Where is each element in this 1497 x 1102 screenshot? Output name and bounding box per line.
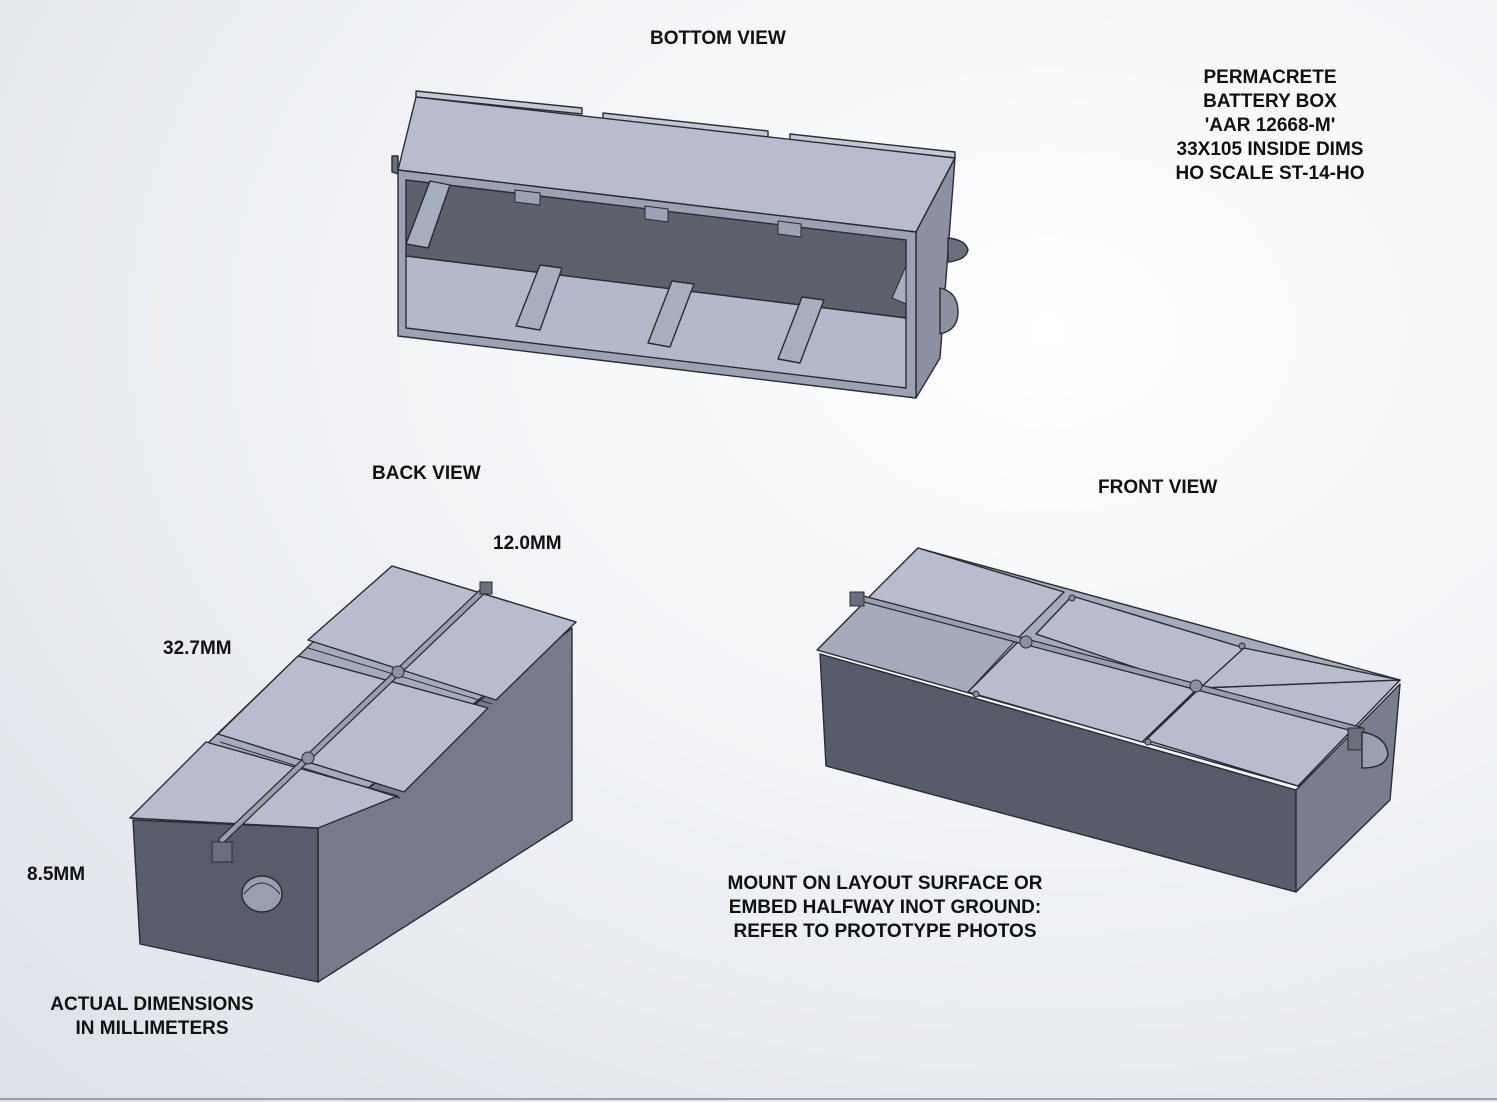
lid-seam-2 (219, 741, 401, 799)
junction-box-icon (241, 875, 283, 913)
rod-bracket-left (849, 591, 865, 607)
rod (219, 585, 489, 843)
lid-panel-3 (129, 741, 399, 829)
rod-clamp-2 (301, 751, 315, 765)
rear-clip-icon (391, 155, 399, 175)
units-note-line-2: IN MILLIMETERS (75, 1018, 229, 1039)
mount-note-line-1: MOUNT ON LAYOUT SURFACE OR (727, 873, 1043, 894)
front-view-label: FRONT VIEW (1098, 477, 1218, 498)
lid-bolt-4 (1238, 642, 1246, 650)
units-note: ACTUAL DIMENSIONS IN MILLIMETERS (32, 993, 272, 1041)
mount-note-line-3: REFER TO PROTOTYPE PHOTOS (733, 921, 1037, 942)
lid-seam-1 (967, 639, 1017, 693)
lid-strip-left (415, 90, 583, 115)
lid-bolt-1 (1068, 594, 1076, 602)
lid-bolt-2 (1144, 738, 1152, 746)
wall-notch-1 (514, 189, 541, 206)
title-block: PERMACRETE BATTERY BOX 'AAR 12668-M' 33X… (1120, 66, 1420, 186)
latch-icon (211, 841, 233, 863)
floor-rib-4 (891, 265, 907, 305)
rod (857, 595, 1363, 733)
mount-note: MOUNT ON LAYOUT SURFACE OR EMBED HALFWAY… (700, 872, 1070, 944)
lid-panel-2 (217, 655, 489, 793)
title-line-3: 'AAR 12668-M' (1204, 115, 1336, 136)
interior-shelf (405, 180, 451, 249)
lid-panel-5 (1199, 647, 1401, 689)
rod-bracket-top (479, 581, 493, 595)
wall-notch-3 (777, 220, 802, 238)
bottom-view-label: BOTTOM VIEW (650, 28, 786, 49)
junction-box-icon (939, 287, 959, 335)
title-line-1: PERMACRETE (1203, 67, 1337, 88)
bottom-border (0, 1098, 1497, 1100)
floor-rib-2 (647, 280, 695, 348)
title-line-4: 33X105 INSIDE DIMS (1176, 139, 1364, 160)
junction-box-icon (1361, 731, 1389, 769)
rod-clamp-1 (391, 665, 405, 679)
title-line-2: BATTERY BOX (1203, 91, 1337, 112)
floor-rib-3 (777, 296, 825, 364)
floor-rib-1 (515, 264, 563, 331)
latch-icon (947, 237, 969, 263)
dimension-length: 32.7MM (163, 638, 232, 659)
rod-clamp-2 (1189, 679, 1203, 693)
title-line-5: HO SCALE ST-14-HO (1175, 163, 1365, 184)
lid-seam-2 (1145, 689, 1197, 741)
mount-note-line-2: EMBED HALFWAY INOT GROUND: (728, 897, 1042, 918)
rod-clamp-1 (1019, 635, 1033, 649)
units-note-line-1: ACTUAL DIMENSIONS (50, 994, 254, 1015)
junction-box-detail (243, 882, 281, 895)
wall-notch-2 (644, 205, 669, 223)
dimension-height: 8.5MM (27, 864, 86, 885)
back-view-label: BACK VIEW (372, 463, 481, 484)
lid-bolt-3 (972, 690, 980, 698)
dimension-width: 12.0MM (493, 533, 562, 554)
